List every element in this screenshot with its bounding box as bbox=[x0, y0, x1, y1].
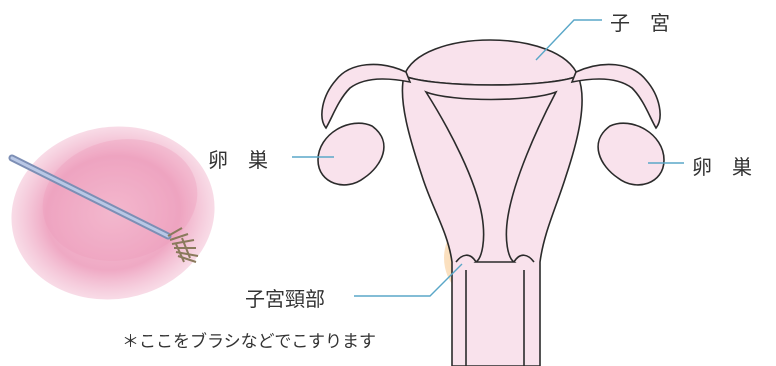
uterus-leader bbox=[535, 19, 602, 61]
right-tube bbox=[570, 63, 661, 130]
left-ovary-label: 卵 巣 bbox=[208, 148, 268, 172]
right-ovary-label: 卵 巣 bbox=[692, 155, 752, 179]
uterus-label: 子 宮 bbox=[610, 11, 670, 35]
brush-note: ＊ここをブラシなどでこすります bbox=[122, 332, 376, 352]
uterus-fundus bbox=[402, 39, 580, 86]
ovaries bbox=[317, 122, 665, 186]
uterus-organ bbox=[401, 39, 583, 366]
cervix-leader bbox=[354, 263, 463, 297]
cervical-canal bbox=[455, 254, 477, 263]
uterine-cavity bbox=[424, 90, 558, 263]
cervix-label: 子宮頸部 bbox=[245, 287, 325, 311]
right-ovary bbox=[597, 122, 665, 186]
cytology-brush-icon bbox=[8, 154, 199, 263]
left-ovary bbox=[317, 122, 385, 186]
fallopian-tubes bbox=[321, 63, 661, 130]
leader-lines bbox=[292, 19, 684, 297]
left-tube bbox=[321, 63, 412, 130]
